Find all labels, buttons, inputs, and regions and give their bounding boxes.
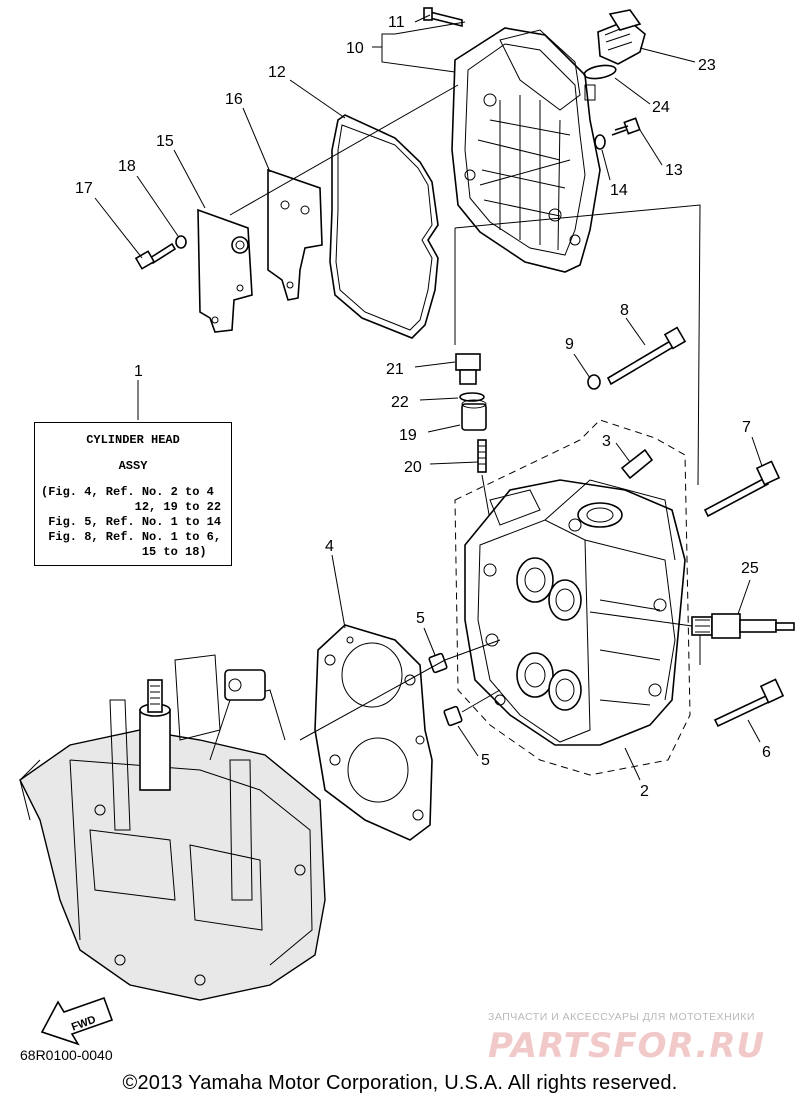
callout-12: 12 bbox=[268, 64, 286, 81]
assembly-info-box: CYLINDER HEAD ASSY (Fig. 4, Ref. No. 2 t… bbox=[34, 422, 232, 566]
callout-2: 2 bbox=[640, 783, 649, 800]
copyright-notice: ©2013 Yamaha Motor Corporation, U.S.A. A… bbox=[122, 1072, 678, 1094]
bolt-6 bbox=[713, 678, 785, 728]
assembly-subtitle: ASSY bbox=[118, 459, 148, 473]
callout-4: 4 bbox=[325, 538, 334, 555]
assembly-references: (Fig. 4, Ref. No. 2 to 4 12, 19 to 22 Fi… bbox=[41, 485, 222, 559]
drawing-code: 68R0100-0040 bbox=[20, 1047, 113, 1063]
o-ring-24 bbox=[583, 64, 617, 80]
callout-18: 18 bbox=[118, 158, 136, 175]
spark-plug bbox=[691, 613, 795, 639]
cylinder-head bbox=[464, 479, 686, 746]
washer-18 bbox=[175, 235, 187, 249]
callout-20: 20 bbox=[404, 459, 422, 476]
engine-block bbox=[19, 654, 326, 1001]
callout-22: 22 bbox=[391, 394, 409, 411]
fwd-arrow-icon: FWD bbox=[40, 996, 114, 1046]
watermark-tagline: ЗАПЧАСТИ И АКСЕССУАРЫ ДЛЯ МОТОТЕХНИКИ bbox=[488, 1011, 755, 1023]
leader-lines bbox=[94, 14, 763, 781]
callout-19: 19 bbox=[399, 427, 417, 444]
callout-21: 21 bbox=[386, 361, 404, 378]
callout-17: 17 bbox=[75, 180, 93, 197]
plug-21 bbox=[455, 353, 481, 385]
sleeve-19 bbox=[461, 399, 487, 431]
bolt-7 bbox=[703, 460, 781, 518]
bolt-13 bbox=[611, 117, 641, 136]
callout-13: 13 bbox=[665, 162, 683, 179]
callout-10: 10 bbox=[346, 40, 364, 57]
bolt-17 bbox=[134, 242, 177, 270]
callout-numbers: 11 10 12 16 15 18 17 23 24 13 14 8 9 21 … bbox=[75, 14, 771, 800]
washer-9 bbox=[587, 374, 601, 390]
callout-9: 9 bbox=[565, 336, 574, 353]
dowel-5a bbox=[428, 652, 448, 674]
plate-15 bbox=[197, 208, 253, 333]
callout-23: 23 bbox=[698, 57, 716, 74]
bolt-8 bbox=[606, 326, 687, 386]
bolt-11 bbox=[423, 7, 463, 28]
cylinder-head-cover bbox=[451, 27, 601, 273]
head-cover-gasket bbox=[329, 114, 439, 339]
callout-5-upper: 5 bbox=[416, 610, 425, 627]
washer-14 bbox=[594, 134, 606, 150]
callout-16: 16 bbox=[225, 91, 243, 108]
callout-8: 8 bbox=[620, 302, 629, 319]
head-assy-outline bbox=[454, 419, 691, 776]
plate-16 bbox=[267, 168, 323, 301]
callout-25: 25 bbox=[741, 560, 759, 577]
oil-filler-cap bbox=[597, 9, 646, 65]
stud-20 bbox=[477, 439, 487, 473]
callout-14: 14 bbox=[610, 182, 628, 199]
callout-3: 3 bbox=[602, 433, 611, 450]
callout-15: 15 bbox=[156, 133, 174, 150]
assembly-title: CYLINDER HEAD bbox=[86, 433, 180, 447]
callout-11: 11 bbox=[388, 14, 405, 31]
dowel-3 bbox=[620, 448, 654, 480]
callout-7: 7 bbox=[742, 419, 751, 436]
head-gasket bbox=[314, 624, 433, 841]
callout-6: 6 bbox=[762, 744, 771, 761]
callout-1: 1 bbox=[134, 363, 143, 380]
o-ring-22 bbox=[459, 392, 485, 402]
callout-24: 24 bbox=[652, 99, 670, 116]
callout-5-lower: 5 bbox=[481, 752, 490, 769]
watermark-brand: PARTSFOR.RU bbox=[488, 1026, 766, 1066]
dowel-5b bbox=[443, 705, 463, 727]
